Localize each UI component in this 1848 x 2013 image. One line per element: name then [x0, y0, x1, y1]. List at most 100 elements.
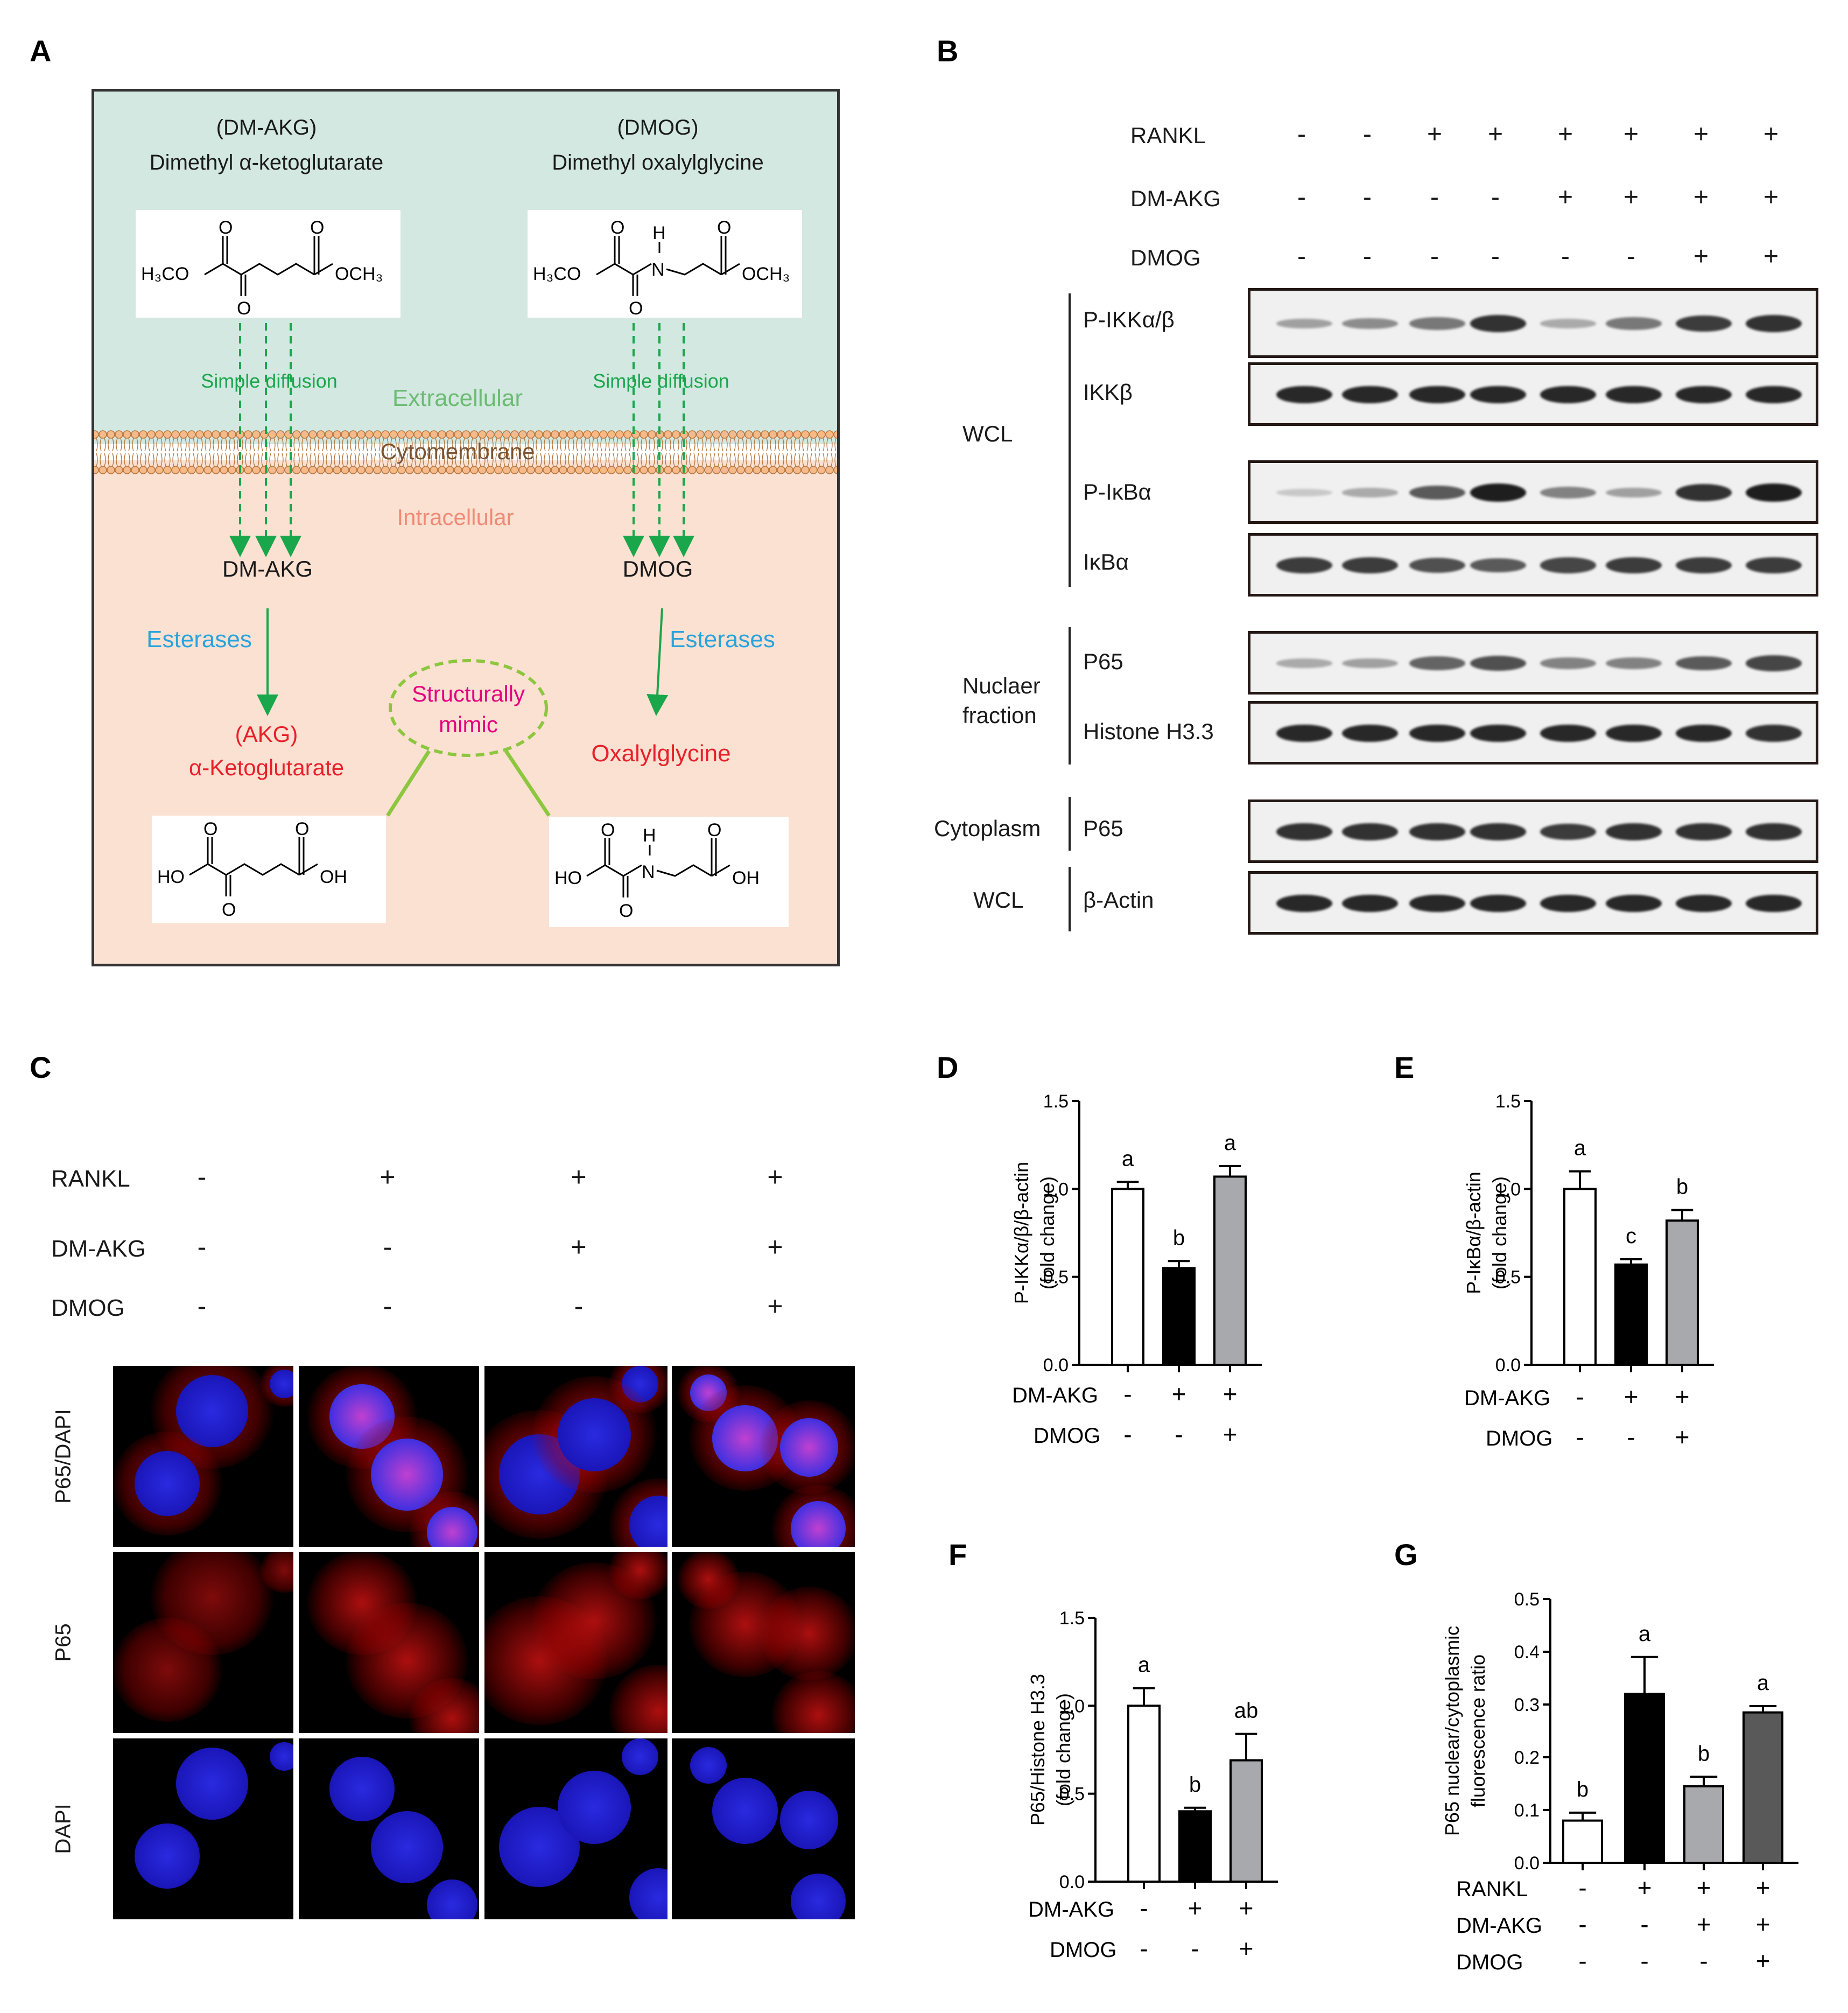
band	[1470, 558, 1526, 573]
lipid-head	[583, 466, 592, 474]
condition-sign: +	[1756, 1910, 1770, 1938]
band	[1342, 658, 1398, 669]
micrograph	[299, 1738, 479, 1919]
lipid-head	[292, 430, 301, 439]
lipid-tail	[689, 438, 695, 467]
panel-b-western-blots: RANKL--++++++DM-AKG----++++DMOG------++P…	[0, 0, 1848, 969]
lipid-head	[478, 430, 487, 439]
band	[1540, 894, 1596, 913]
lipid-tail	[681, 438, 687, 467]
lipid-head	[518, 466, 527, 474]
condition-sign: +	[1623, 183, 1639, 212]
c-condition-sign: +	[571, 1162, 587, 1192]
lipid-head	[147, 430, 156, 439]
band	[1540, 724, 1596, 742]
simple-diffusion-left: Simple diffusion	[201, 370, 338, 392]
dmog-abbrev: (DMOG)	[617, 116, 699, 139]
condition-sign: +	[1675, 1423, 1690, 1451]
intracellular-label: Intracellular	[397, 504, 514, 530]
lipid-head	[526, 466, 535, 474]
lipid-tail	[406, 438, 413, 467]
lipid-head	[413, 466, 422, 474]
lipid-head	[615, 430, 624, 439]
condition-sign: -	[1140, 1894, 1148, 1922]
chem-och3-right: OCH₃	[742, 264, 790, 284]
lipid-head	[591, 466, 600, 474]
band	[1606, 657, 1662, 669]
lipid-head	[583, 430, 592, 439]
lipid-head	[688, 430, 697, 439]
condition-sign: -	[1491, 242, 1500, 271]
condition-sign: +	[1693, 242, 1709, 271]
nucleus	[270, 1369, 293, 1399]
lipid-head	[761, 430, 769, 439]
blot-2	[1248, 362, 1818, 426]
lipid-head	[212, 466, 220, 474]
lipid-head	[712, 430, 721, 439]
lipid-head	[720, 466, 729, 474]
oxalylglycine-structure: HO OH O O O H N	[549, 817, 789, 927]
c-condition-sign: +	[767, 1291, 783, 1321]
band	[1540, 385, 1596, 404]
c-condition-sign: -	[197, 1291, 207, 1321]
group-bracket	[1069, 627, 1071, 764]
y-axis-label-2: (fold change)	[1488, 1176, 1510, 1289]
esterases-right: Esterases	[670, 626, 775, 653]
lipid-head	[389, 466, 398, 474]
blot-label: P65	[1083, 649, 1123, 674]
lipid-head	[728, 430, 737, 439]
c-condition-label: RANKL	[51, 1166, 130, 1192]
c-condition-sign: -	[197, 1232, 207, 1262]
lipid-tail	[641, 438, 647, 467]
nucleus	[558, 1398, 631, 1471]
lipid-tail	[423, 438, 429, 467]
c-condition-sign: -	[383, 1291, 392, 1321]
panel-a-frame	[92, 89, 840, 966]
band	[1342, 823, 1398, 840]
y-axis-label: P-IκBα/β-actin	[1463, 1172, 1485, 1294]
group-label-fraction: fraction	[962, 703, 1037, 728]
p65-signal	[532, 1562, 657, 1680]
lipid-head	[107, 466, 115, 474]
lipid-tail	[164, 438, 171, 467]
band	[1676, 656, 1732, 671]
band	[1276, 823, 1332, 840]
band	[1342, 724, 1398, 742]
lipid-head	[195, 466, 204, 474]
condition-sign: -	[1297, 183, 1306, 212]
lipid-head	[559, 430, 567, 439]
lipid-head	[381, 466, 390, 474]
lipid-tail	[148, 438, 154, 467]
blot-1	[1248, 288, 1818, 358]
group-bracket	[1069, 867, 1071, 931]
condition-sign: +	[1763, 183, 1779, 212]
lipid-tail	[398, 438, 405, 467]
condition-sign: +	[1487, 120, 1503, 149]
dm-akg-abbrev: (DM-AKG)	[216, 116, 317, 139]
chem-o-9: O	[295, 819, 309, 839]
band	[1276, 557, 1332, 574]
lipid-tail	[439, 438, 445, 467]
group-label-cytoplasm: Cytoplasm	[934, 816, 1041, 841]
condition-sign: +	[1623, 120, 1639, 149]
chem-o-4: O	[610, 218, 624, 238]
chem-o-3: O	[310, 218, 324, 238]
band	[1606, 724, 1662, 742]
blot-label: P-IKKα/β	[1083, 307, 1175, 332]
lipid-head	[817, 466, 826, 474]
lipid-head	[107, 430, 115, 439]
lipid-head	[575, 430, 584, 439]
lipid-head	[99, 466, 107, 474]
nucleus	[690, 1747, 727, 1784]
chem-o-7: O	[203, 819, 217, 839]
dmog-structure: H₃CO OCH₃ O O O H N	[528, 210, 802, 319]
condition-sign: +	[1697, 1910, 1711, 1938]
lipid-head	[736, 430, 745, 439]
lipid-tail	[665, 438, 671, 467]
lipid-tail	[778, 438, 784, 467]
lipid-tail	[519, 438, 526, 467]
lipid-head	[115, 466, 123, 474]
lipid-tail	[746, 438, 752, 467]
lipid-head	[397, 466, 406, 474]
